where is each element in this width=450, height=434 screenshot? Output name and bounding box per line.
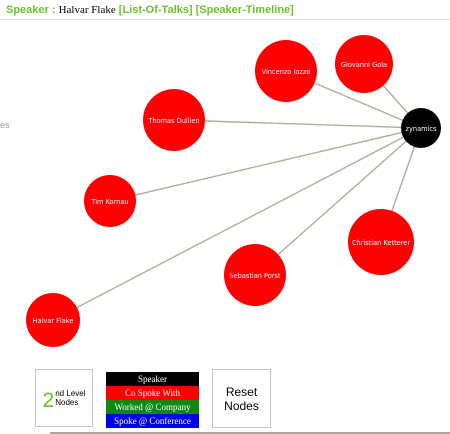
node-label: Thomas Dullien — [147, 117, 199, 125]
edge-halvar-flake — [52, 127, 422, 321]
hub-label: zynamics — [406, 125, 437, 133]
second-level-text-line1: nd Level — [55, 389, 86, 398]
list-of-talks-link[interactable]: [List-Of-Talks] — [118, 4, 193, 16]
hub-circle — [401, 108, 441, 148]
reset-nodes-button[interactable]: Reset Nodes — [212, 369, 271, 428]
node-tim-kornau[interactable]: Tim Kornau — [84, 175, 136, 227]
node-circle — [224, 244, 286, 306]
page-header: Speaker : Halvar Flake [List-Of-Talks] [… — [6, 3, 294, 17]
speaker-timeline-link[interactable]: [Speaker-Timeline] — [195, 4, 294, 16]
node-label: Halvar Flake — [33, 317, 74, 325]
node-vincenzo-iozzo[interactable]: Vincenzo Iozzo — [255, 40, 317, 102]
node-circle — [26, 293, 80, 347]
legend-worked-at-company: Worked @ Company — [106, 400, 199, 414]
legend-speaker: Speaker — [106, 372, 199, 386]
node-circle — [255, 40, 317, 102]
node-circle — [84, 175, 136, 227]
color-legend: Speaker Co Spoke With Worked @ Company S… — [106, 372, 199, 428]
node-circle — [348, 209, 414, 275]
speaker-network-graph: Vincenzo Iozzo Giovanni Gola Thomas Dull… — [26, 35, 441, 347]
edge-thomas-dullien — [173, 119, 422, 129]
node-halvar-flake[interactable]: Halvar Flake — [26, 293, 80, 347]
node-label: Christian Ketterer — [352, 239, 410, 247]
second-level-text: nd Level Nodes — [55, 389, 85, 407]
node-zynamics-hub[interactable]: zynamics — [401, 108, 441, 148]
speaker-name: Halvar Flake — [58, 4, 116, 16]
node-thomas-dullien[interactable]: Thomas Dullien — [143, 89, 205, 151]
second-level-nodes-button[interactable]: 2 nd Level Nodes — [35, 369, 93, 427]
node-label: Giovanni Gola — [341, 61, 387, 69]
clipped-side-text: es — [0, 120, 10, 130]
header-divider — [0, 19, 450, 20]
node-sebastian-porst[interactable]: Sebastian Porst — [224, 244, 286, 306]
node-label: Tim Kornau — [90, 198, 128, 206]
edge-sebastian-porst — [254, 127, 422, 276]
legend-co-spoke-with: Co Spoke With — [106, 386, 199, 400]
footer-divider — [50, 432, 450, 434]
edge-tim-kornau — [109, 127, 422, 202]
node-circle — [335, 35, 393, 93]
node-circle — [143, 89, 205, 151]
second-level-text-line2: Nodes — [55, 398, 79, 407]
legend-spoke-at-conference: Spoke @ Conference — [106, 414, 199, 428]
speaker-label: Speaker : — [6, 4, 56, 16]
node-giovanni-gola[interactable]: Giovanni Gola — [335, 35, 393, 93]
second-level-number: 2 — [42, 388, 55, 412]
node-label: Sebastian Porst — [229, 272, 281, 280]
node-label: Vincenzo Iozzo — [262, 68, 311, 76]
node-christian-ketterer[interactable]: Christian Ketterer — [348, 209, 414, 275]
